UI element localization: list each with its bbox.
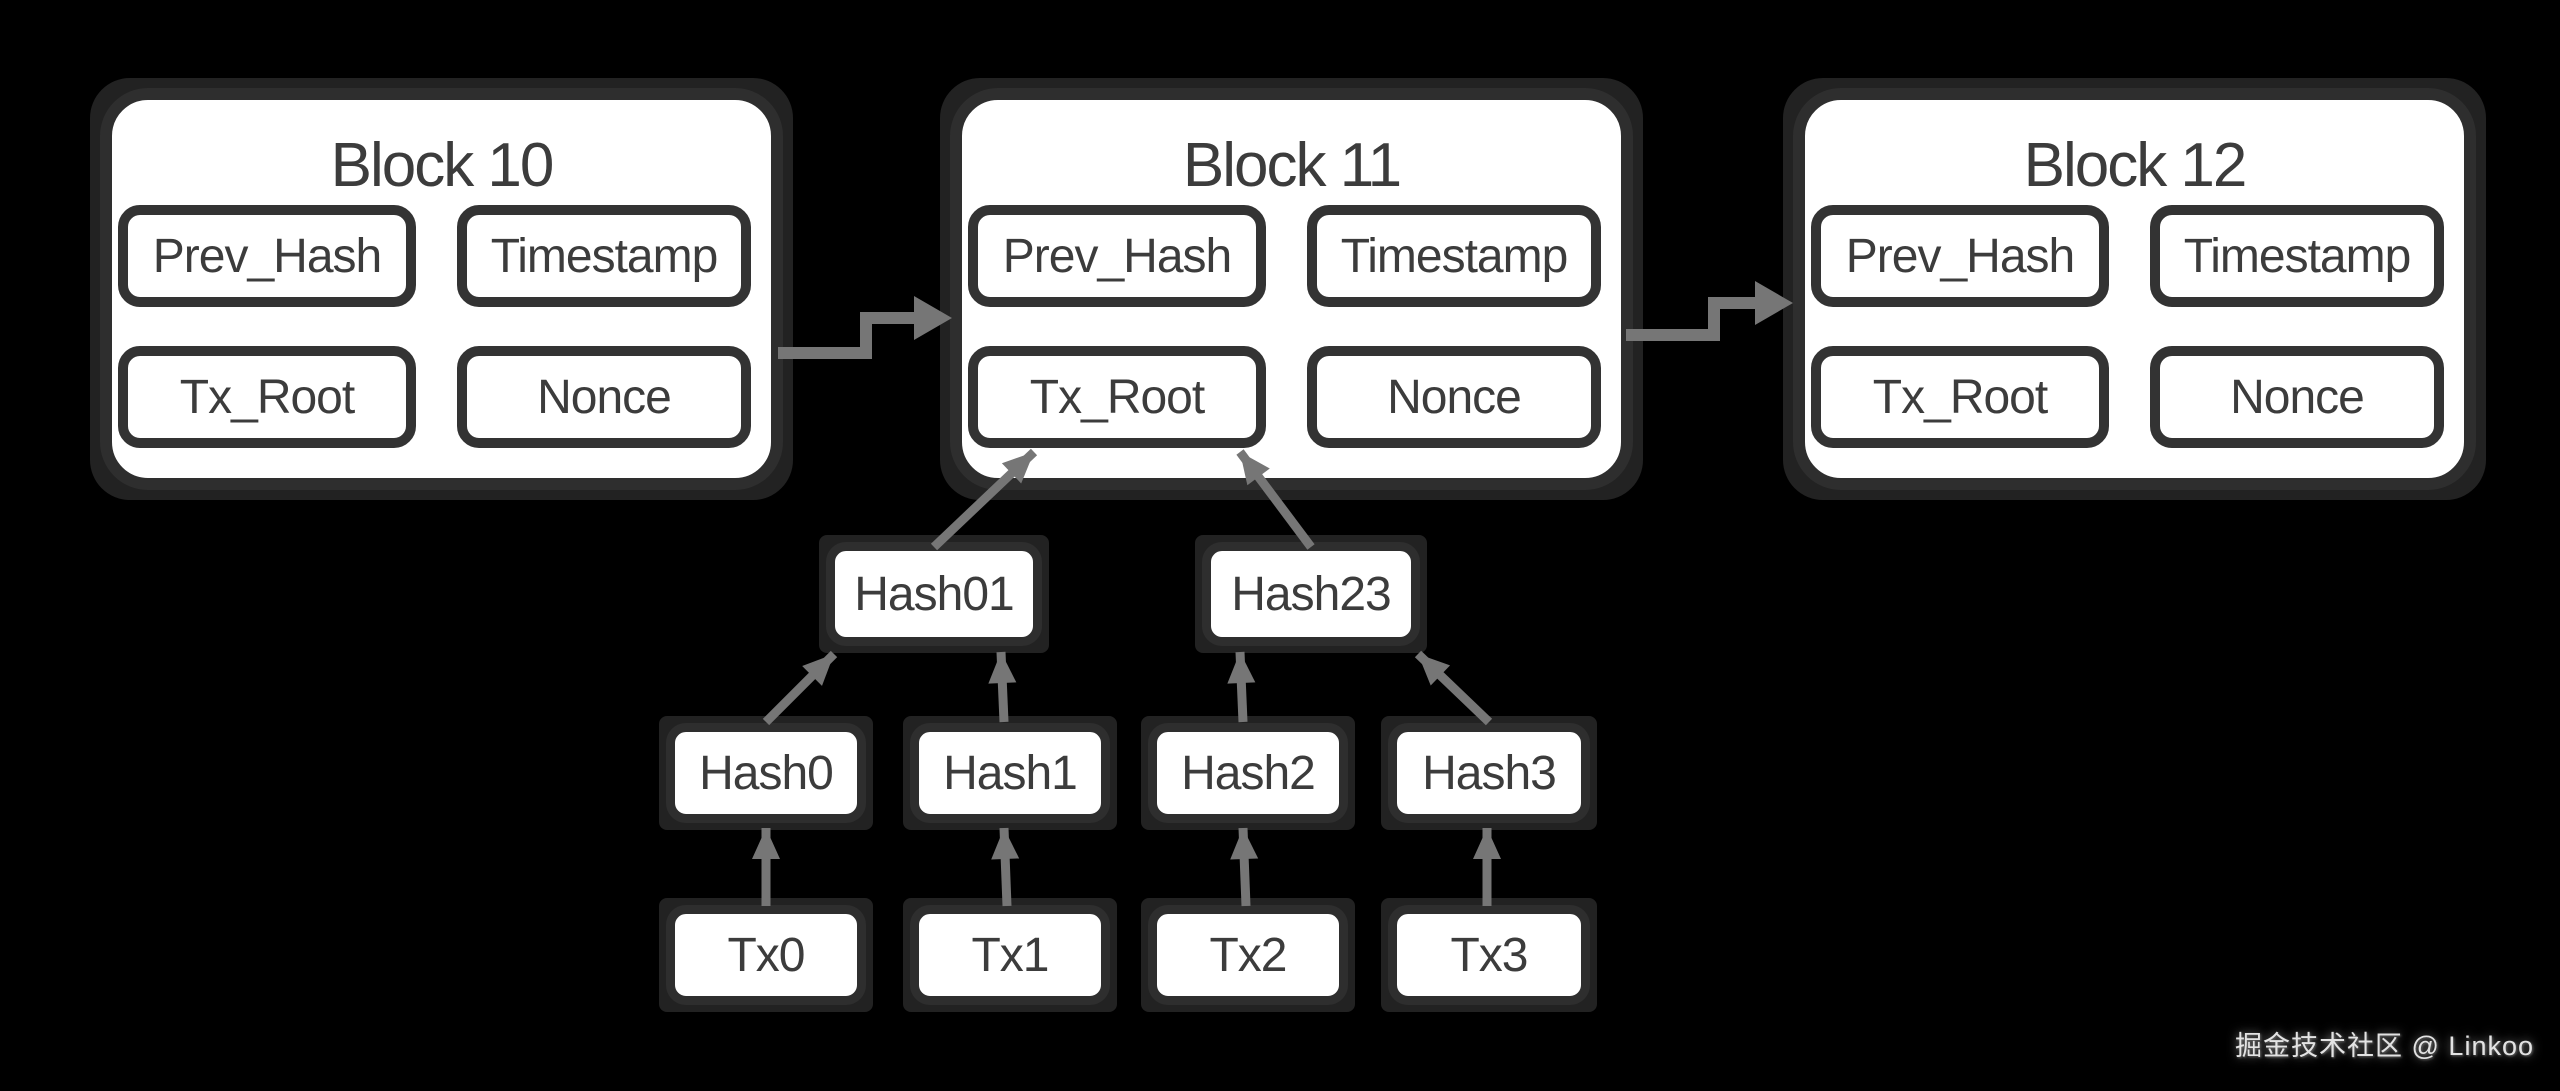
block-11-field-nonce: Nonce — [1307, 346, 1601, 448]
merkle-node-hash3: Hash3 — [1381, 716, 1597, 830]
block-10-field-timestamp: Timestamp — [457, 205, 751, 307]
merkle-node-hash1: Hash1 — [903, 716, 1117, 830]
arrow-hash1-to-hash01-icon — [988, 651, 1017, 723]
merkle-node-tx2: Tx2 — [1141, 898, 1355, 1012]
arrow-block10-to-block11-icon — [778, 296, 952, 359]
block-11-title: Block 11 — [1182, 131, 1402, 200]
block-12-title: Block 12 — [2023, 131, 2248, 200]
arrow-tx1-to-hash1-icon — [991, 827, 1020, 907]
block-12-field-nonce: Nonce — [2150, 346, 2444, 448]
arrow-hash3-to-hash23-icon — [1414, 650, 1493, 726]
arrow-tx2-to-hash2-icon — [1230, 827, 1259, 907]
merkle-node-hash0: Hash0 — [659, 716, 873, 830]
block-10-field-nonce: Nonce — [457, 346, 751, 448]
block-10-title: Block 10 — [330, 131, 555, 200]
arrow-hash0-to-hash01-icon — [762, 650, 838, 726]
block-11: Block 11 Prev_Hash Timestamp Tx_Root Non… — [940, 78, 1643, 500]
merkle-node-hash2: Hash2 — [1141, 716, 1355, 830]
block-12-field-prev-hash: Prev_Hash — [1811, 205, 2109, 307]
arrow-block11-to-block12-icon — [1626, 281, 1793, 341]
merkle-node-hash23: Hash23 — [1195, 535, 1427, 653]
block-12: Block 12 Prev_Hash Timestamp Tx_Root Non… — [1783, 78, 2486, 500]
block-11-field-timestamp: Timestamp — [1307, 205, 1601, 307]
arrow-hash2-to-hash23-icon — [1227, 651, 1256, 723]
block-12-field-tx-root: Tx_Root — [1811, 346, 2109, 448]
merkle-node-hash01: Hash01 — [819, 535, 1049, 653]
merkle-node-tx0: Tx0 — [659, 898, 873, 1012]
block-12-field-timestamp: Timestamp — [2150, 205, 2444, 307]
block-10-field-prev-hash: Prev_Hash — [118, 205, 416, 307]
block-11-field-tx-root: Tx_Root — [968, 346, 1266, 448]
merkle-node-tx1: Tx1 — [903, 898, 1117, 1012]
block-11-field-prev-hash: Prev_Hash — [968, 205, 1266, 307]
block-10: Block 10 Prev_Hash Timestamp Tx_Root Non… — [90, 78, 793, 500]
merkle-node-tx3: Tx3 — [1381, 898, 1597, 1012]
watermark: 掘金技术社区 @ Linkoo — [2235, 1031, 2534, 1061]
block-10-field-tx-root: Tx_Root — [118, 346, 416, 448]
